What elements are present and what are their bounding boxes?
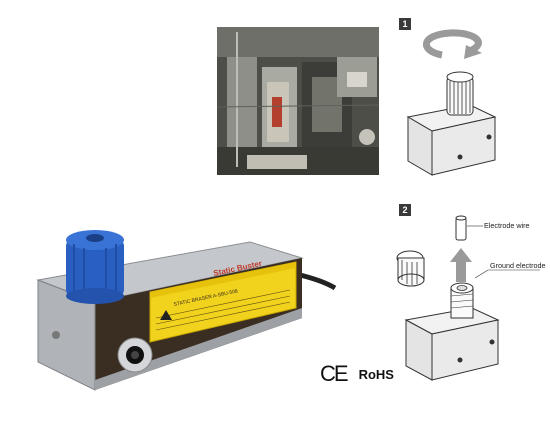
electrode-wire-label: Electrode wire — [484, 221, 530, 230]
up-arrow-icon — [450, 248, 472, 282]
step-1-badge: 1 — [399, 18, 411, 30]
removed-cap — [396, 250, 425, 287]
installation-photo — [217, 27, 379, 175]
ground-electrode-label: Ground electrode — [490, 261, 546, 270]
rotate-arrow-icon — [422, 29, 482, 59]
product-photo: Static Buster STATIC BRASER A-SBU-508 — [0, 200, 340, 430]
certification-marks: CE RoHS — [320, 361, 394, 386]
step-1-illustration — [390, 25, 510, 185]
ce-mark: CE — [320, 361, 349, 386]
step-2-badge: 2 — [399, 204, 411, 216]
step-2-illustration — [380, 210, 550, 400]
rohs-mark: RoHS — [358, 366, 394, 382]
